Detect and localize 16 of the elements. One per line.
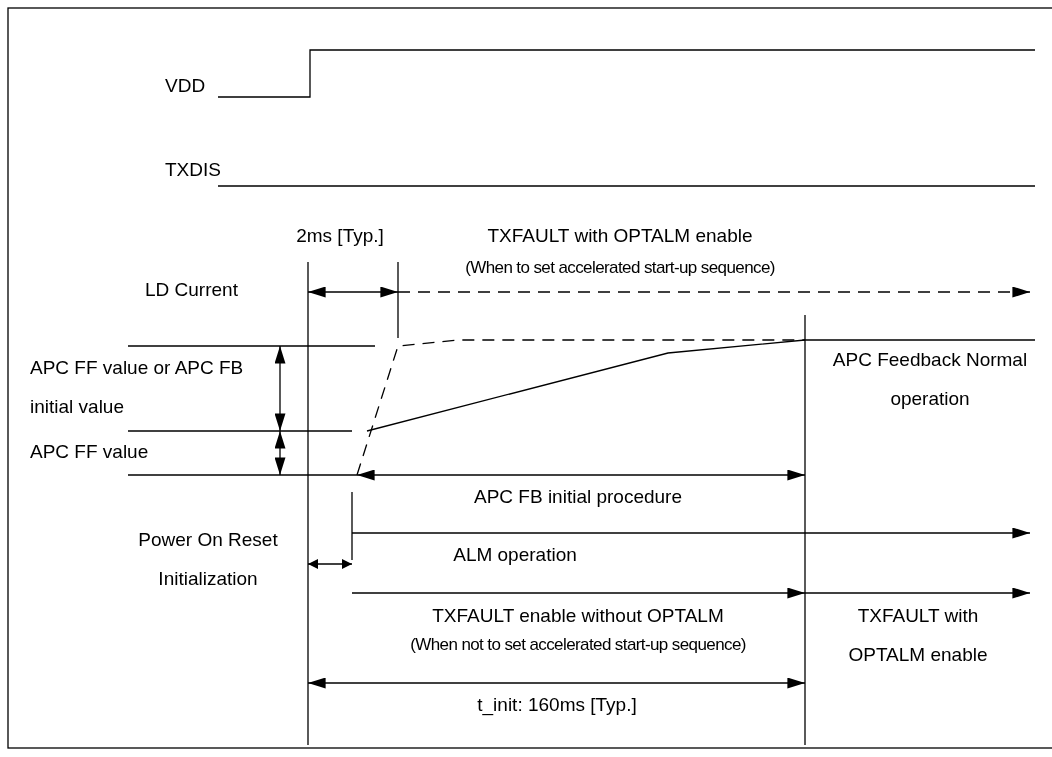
state-label: APC Feedback Normal operation	[831, 348, 1029, 411]
timing-label: t_init: 160ms [Typ.]	[477, 693, 637, 718]
mode-label: TXFAULT with OPTALM enable	[847, 604, 989, 667]
signal-name: LD Current	[145, 278, 238, 302]
signal-name: TXDIS	[165, 158, 221, 182]
timing-label: 2ms [Typ.]	[296, 224, 384, 248]
mode-label: TXFAULT enable without OPTALM	[432, 604, 724, 628]
phase-label: APC FB initial procedure	[474, 485, 682, 509]
mode-label: TXFAULT with OPTALM enable	[487, 224, 753, 248]
phase-label: Power On Reset Initialization	[137, 528, 279, 591]
level-label: APC FF value	[30, 440, 149, 464]
level-label: APC FF value or APC FB initial value	[30, 356, 245, 419]
phase-label: ALM operation	[453, 543, 577, 567]
note-text: (When not to set accelerated start-up sequence)	[410, 634, 746, 656]
note-text: (When to set accelerated start-up sequence)	[465, 257, 775, 279]
signal-name: VDD	[165, 74, 206, 98]
